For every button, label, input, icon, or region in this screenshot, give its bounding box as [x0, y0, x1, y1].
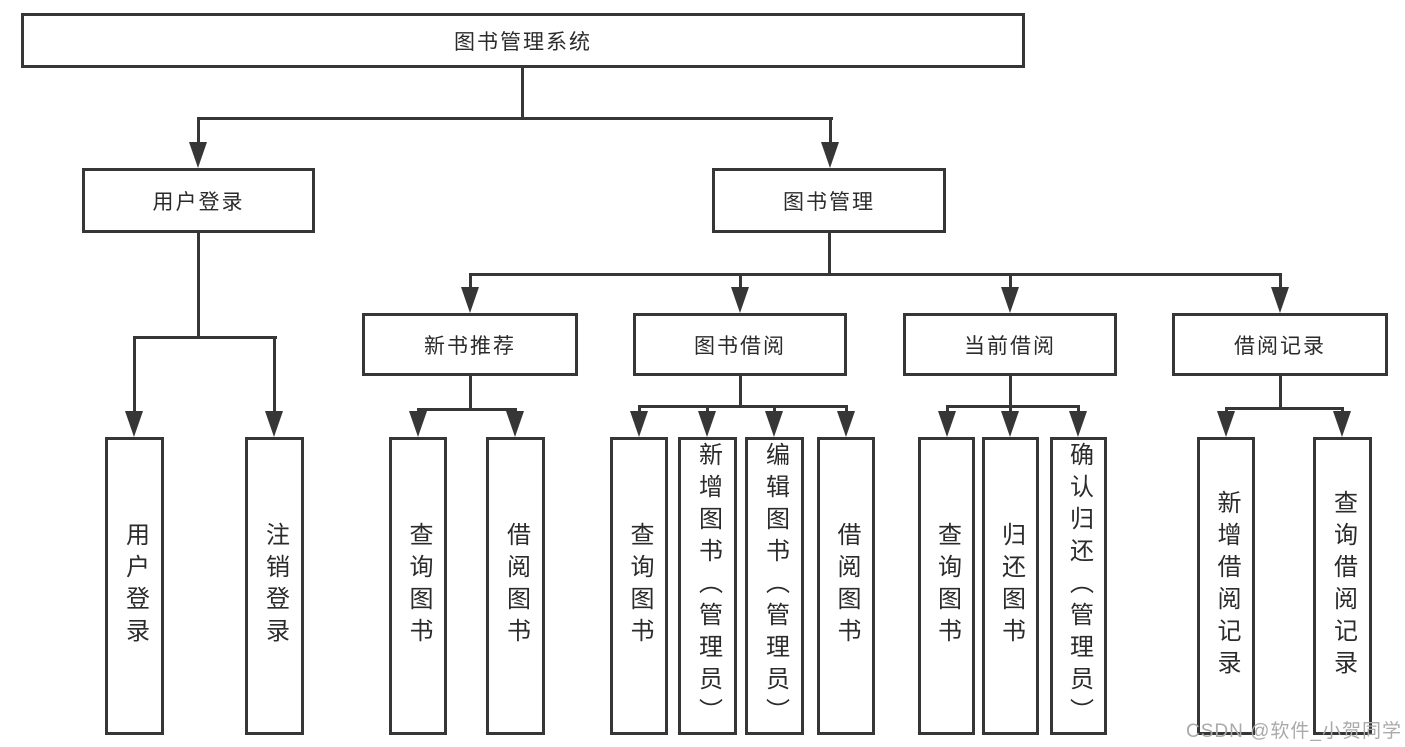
- leaf-label: 用户登录: [121, 522, 149, 650]
- arrowhead-down-icon: [1333, 411, 1351, 437]
- connector-line: [197, 117, 200, 146]
- node-borrow-records: 借阅记录: [1172, 313, 1388, 376]
- arrowhead-down-icon: [506, 411, 524, 437]
- csdn-watermark: CSDN @软件_小贺同学: [1186, 721, 1402, 742]
- connector-line: [1279, 376, 1282, 410]
- arrowhead-down-icon: [1001, 411, 1019, 437]
- connector-line: [829, 117, 832, 146]
- leaf-user-login: 用户登录: [105, 437, 164, 735]
- arrowhead-down-icon: [1069, 411, 1087, 437]
- connector-line: [469, 273, 1282, 276]
- arrowhead-down-icon: [1001, 287, 1019, 313]
- leaf-label: 归还图书: [997, 522, 1025, 650]
- connector-line: [946, 405, 949, 415]
- connector-line: [1077, 405, 1080, 415]
- leaf-confirm-return-admin: 确认归还（管理员）: [1050, 437, 1107, 735]
- node-label: 图书管理系统: [454, 30, 592, 54]
- leaf-add-borrow-record: 新增借阅记录: [1197, 437, 1255, 735]
- connector-line: [773, 405, 776, 415]
- leaf-query-book-borrow: 查询图书: [610, 437, 668, 735]
- leaf-return-book: 归还图书: [982, 437, 1039, 735]
- connector-line: [638, 405, 641, 415]
- node-label: 用户登录: [152, 190, 245, 214]
- arrowhead-down-icon: [821, 142, 839, 168]
- arrowhead-down-icon: [698, 411, 716, 437]
- connector-line: [133, 336, 136, 414]
- node-current-borrow: 当前借阅: [903, 313, 1117, 376]
- leaf-label: 确认归还（管理员）: [1065, 442, 1093, 730]
- connector-line: [273, 336, 276, 414]
- connector-line: [1009, 376, 1012, 408]
- arrowhead-down-icon: [409, 411, 427, 437]
- arrowhead-down-icon: [837, 411, 855, 437]
- leaf-label: 借阅图书: [833, 522, 860, 650]
- leaf-label: 注销登录: [261, 522, 289, 650]
- arrowhead-down-icon: [189, 142, 207, 168]
- arrowhead-down-icon: [630, 411, 648, 437]
- arrowhead-down-icon: [765, 411, 783, 437]
- leaf-label: 借阅图书: [502, 522, 530, 650]
- connector-line: [133, 336, 277, 339]
- connector-line: [1009, 405, 1012, 415]
- arrowhead-down-icon: [265, 411, 283, 437]
- leaf-label: 查询图书: [626, 522, 653, 650]
- leaf-label: 查询图书: [405, 522, 432, 650]
- leaf-query-borrow-record: 查询借阅记录: [1313, 437, 1372, 735]
- leaf-borrow-book-recommend: 借阅图书: [486, 437, 545, 735]
- arrowhead-down-icon: [1217, 411, 1235, 437]
- node-label: 当前借阅: [964, 334, 1056, 358]
- connector-line: [197, 117, 833, 120]
- node-user-login: 用户登录: [82, 168, 315, 233]
- leaf-edit-book-admin: 编辑图书（管理员）: [745, 437, 804, 735]
- arrowhead-down-icon: [461, 287, 479, 313]
- leaf-add-book-admin: 新增图书（管理员）: [678, 437, 737, 735]
- leaf-borrow-book: 借阅图书: [817, 437, 875, 735]
- node-new-book-recommend: 新书推荐: [362, 313, 578, 376]
- connector-line: [739, 273, 742, 293]
- connector-line: [1225, 407, 1344, 410]
- arrowhead-down-icon: [1271, 287, 1289, 313]
- node-book-borrow: 图书借阅: [633, 313, 847, 376]
- connector-line: [739, 376, 742, 408]
- leaf-label: 编辑图书（管理员）: [761, 442, 789, 730]
- node-label: 图书管理: [783, 190, 875, 214]
- leaf-query-book-current: 查询图书: [918, 437, 975, 735]
- arrowhead-down-icon: [125, 411, 143, 437]
- node-book-management: 图书管理: [712, 168, 946, 233]
- node-library-system: 图书管理系统: [21, 13, 1025, 68]
- leaf-label: 新增借阅记录: [1213, 490, 1240, 682]
- leaf-logout-login: 注销登录: [245, 437, 304, 735]
- connector-line: [1279, 273, 1282, 293]
- leaf-label: 查询借阅记录: [1329, 490, 1357, 682]
- connector-line: [197, 233, 200, 339]
- connector-line: [638, 405, 848, 408]
- connector-line: [1009, 273, 1012, 293]
- connector-line: [946, 405, 1080, 408]
- arrowhead-down-icon: [731, 287, 749, 313]
- connector-line: [417, 408, 517, 411]
- connector-line: [828, 233, 831, 276]
- arrowhead-down-icon: [938, 411, 956, 437]
- connector-line: [706, 405, 709, 415]
- node-label: 新书推荐: [424, 334, 516, 358]
- node-label: 图书借阅: [694, 334, 786, 358]
- node-label: 借阅记录: [1234, 334, 1326, 358]
- leaf-label: 新增图书（管理员）: [694, 442, 722, 730]
- connector-line: [469, 376, 472, 411]
- leaf-query-book-recommend: 查询图书: [389, 437, 447, 735]
- connector-line: [469, 273, 472, 293]
- leaf-label: 查询图书: [933, 522, 961, 650]
- connector-line: [845, 405, 848, 415]
- connector-line: [521, 68, 524, 120]
